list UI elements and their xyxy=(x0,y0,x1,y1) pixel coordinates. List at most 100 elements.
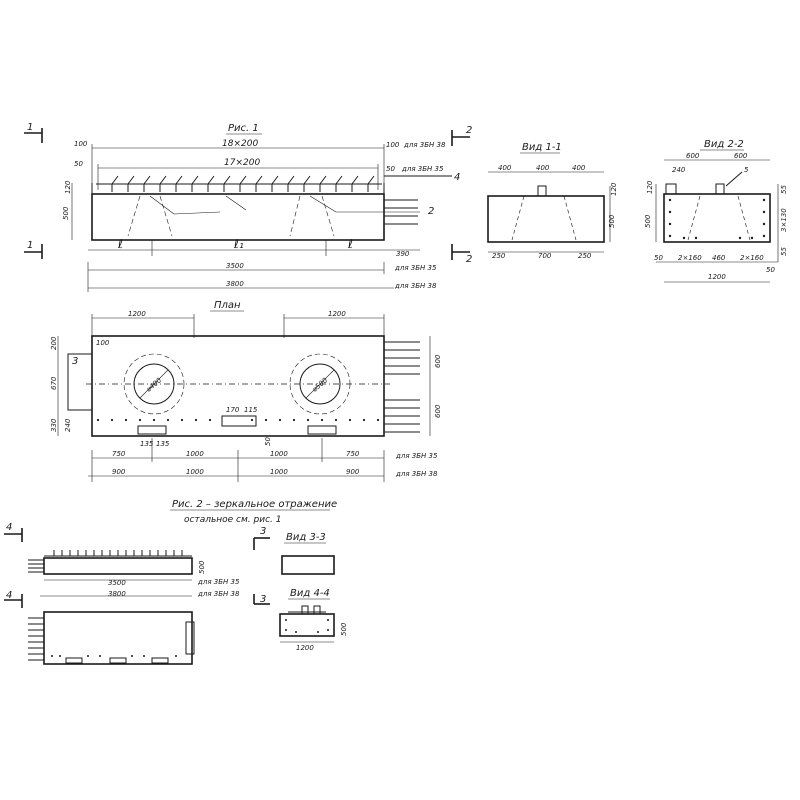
fig2-slot-2 xyxy=(109,657,127,664)
dim-250-b: 250 xyxy=(578,252,592,260)
view-2-2-block xyxy=(663,193,771,243)
dim-700: 700 xyxy=(538,252,552,260)
view-1-1: Вид 1-1 400 400 400 120 500 250 700 250 xyxy=(487,142,618,260)
dim-3800-fig1: 3800 xyxy=(226,280,244,288)
rebar-hooks-fig1 xyxy=(111,175,375,192)
block-elevation xyxy=(91,193,385,241)
note-3bn35-plan: для 3БН 35 xyxy=(395,452,438,460)
slot-mid xyxy=(221,415,257,427)
mark-4-fig2-bottom: 4 xyxy=(6,590,12,601)
dim-330-plan: 330 xyxy=(50,418,58,432)
dim-18x200: 18×200 xyxy=(222,139,258,149)
dim-390: 390 xyxy=(396,250,410,258)
dim-135-b: 135 xyxy=(156,440,170,448)
dim-17x200: 17×200 xyxy=(224,158,260,168)
dim-55-a: 55 xyxy=(780,185,788,194)
section-mark-1-bottom: 1 xyxy=(27,240,33,251)
protruding-bars-fig1 xyxy=(384,199,418,225)
dim-600-b: 600 xyxy=(734,152,748,160)
dim-1200-plan-a: 1200 xyxy=(128,310,146,318)
dim-135-a: 135 xyxy=(140,440,154,448)
dim-2x160-b: 2×160 xyxy=(740,254,764,262)
view-1-1-title: Вид 1-1 xyxy=(522,142,562,153)
mark-3-fig2-bottom: 3 xyxy=(260,594,266,605)
figure-2: Рис. 2 – зеркальное отражение остальное … xyxy=(4,499,337,665)
dim-3x130: 3×130 xyxy=(780,208,788,232)
dim-3500-fig1: 3500 xyxy=(226,262,244,270)
dim-1200-plan-b: 1200 xyxy=(328,310,346,318)
figure-2-title: Рис. 2 – зеркальное отражение xyxy=(172,499,337,510)
slot-right xyxy=(307,425,337,435)
view-1-1-block xyxy=(487,195,605,243)
dim-400-b: 400 xyxy=(536,164,550,172)
dim-500-v44: 500 xyxy=(340,622,348,636)
section-mark-1-top: 1 xyxy=(27,122,33,133)
view-4-4: Вид 4-4 500 1200 xyxy=(279,588,348,652)
fig2-elevation-block xyxy=(43,557,193,575)
dim-120-v22: 120 xyxy=(646,180,654,194)
niche-3 xyxy=(67,353,93,411)
dim-100-left: 100 xyxy=(74,140,88,148)
dim-l-left: ℓ xyxy=(117,237,123,251)
dim-900-a: 900 xyxy=(112,468,126,476)
hole-outer-right xyxy=(289,353,351,415)
dim-50-v22a: 50 xyxy=(654,254,663,262)
rebar-hooks-fig2 xyxy=(53,550,183,556)
note-3bn35-fig2: для 3БН 35 xyxy=(197,578,240,586)
mark-3-plan: 3 xyxy=(72,356,78,367)
view-2-2: Вид 2-2 600 600 240 5 120 500 55 3×130 5… xyxy=(644,139,788,283)
view-4-4-title: Вид 4-4 xyxy=(290,588,330,599)
section-mark-2-top: 2 xyxy=(466,125,472,136)
dim-50-plan: 50 xyxy=(264,437,272,446)
dim-3500-fig2: 3500 xyxy=(108,579,126,587)
dim-l1: ℓ₁ xyxy=(233,237,244,251)
view-3-3-block xyxy=(281,555,335,575)
note-3bn38-bottom: для 3БН 38 xyxy=(394,282,437,290)
mark-2-fig1: 2 xyxy=(428,206,434,217)
fig2-plan-dots xyxy=(51,655,177,657)
dim-1000-b: 1000 xyxy=(270,450,288,458)
dim-dia-500: ⌀500 xyxy=(311,376,330,394)
dim-670-plan: 670 xyxy=(50,376,58,390)
fig2-slot-1 xyxy=(65,657,83,664)
note-3bn38-plan: для 3БН 38 xyxy=(395,470,438,478)
dim-2x160-a: 2×160 xyxy=(678,254,702,262)
dim-120-left: 120 xyxy=(64,180,72,194)
dim-600-plan-b: 600 xyxy=(434,404,442,418)
dim-50-left: 50 xyxy=(74,160,83,168)
dim-1000-c: 1000 xyxy=(186,468,204,476)
plan-view: План 1200 1200 3 100 200 670 330 240 ⌀40… xyxy=(50,300,442,482)
view-2-2-title: Вид 2-2 xyxy=(704,139,744,150)
dim-dia-400: ⌀400 xyxy=(145,376,164,394)
dim-500-v22: 500 xyxy=(644,214,652,228)
mark-4-fig1: 4 xyxy=(454,172,460,183)
dim-500-v11: 500 xyxy=(608,214,616,228)
dim-240-plan: 240 xyxy=(64,418,72,432)
dim-600-a: 600 xyxy=(686,152,700,160)
dim-400-a: 400 xyxy=(498,164,512,172)
dim-50-right: 50 xyxy=(386,165,395,173)
dim-50-v22b: 50 xyxy=(766,266,775,274)
note-3bn35-bottom: для 3БН 35 xyxy=(394,264,437,272)
note-3bn38-top: для 3БН 38 xyxy=(403,141,446,149)
view-3-3-title: Вид 3-3 xyxy=(286,532,326,543)
view-3-3: Вид 3-3 xyxy=(281,532,335,575)
dim-1200-v22: 1200 xyxy=(708,273,726,281)
dim-900-b: 900 xyxy=(346,468,360,476)
plan-title: План xyxy=(214,300,241,311)
dim-1000-d: 1000 xyxy=(270,468,288,476)
dim-115: 115 xyxy=(244,406,258,414)
section-mark-2-bottom: 2 xyxy=(466,254,472,265)
mark-3-fig2-top: 3 xyxy=(260,526,266,537)
mark-4-fig2-top: 4 xyxy=(6,522,12,533)
mark-5: 5 xyxy=(744,166,749,174)
dim-400-c: 400 xyxy=(572,164,586,172)
view-4-4-block xyxy=(279,613,335,637)
slot-left xyxy=(137,425,167,435)
fig2-left-bars xyxy=(28,559,44,573)
plan-protruding-bars xyxy=(384,341,420,433)
dim-100-plan: 100 xyxy=(96,339,110,347)
hole-inner-right xyxy=(299,363,341,405)
view-4-4-dots xyxy=(285,619,329,633)
